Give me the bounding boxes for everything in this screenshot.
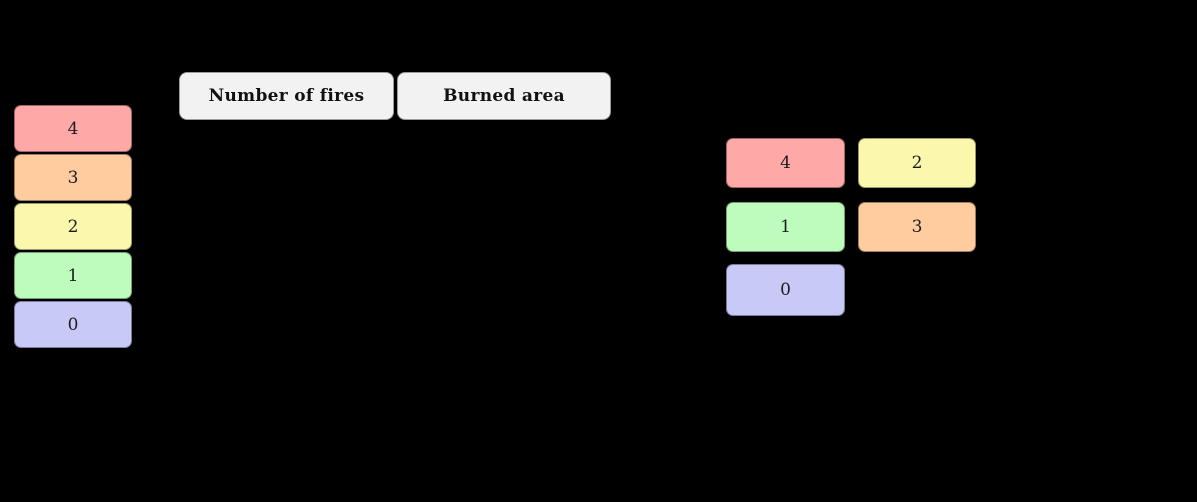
card-label: 2 [911,153,923,173]
card-label: 4 [780,153,791,173]
card-label: 1 [67,265,79,286]
card-label: 2 [67,216,79,237]
stack-card-1[interactable]: 1 [14,252,132,299]
card-label: 4 [67,118,79,139]
column-header-label: Number of fires [208,86,365,106]
grid-card-0[interactable]: 0 [726,264,845,316]
grid-card-4[interactable]: 4 [726,138,845,188]
stack-card-0[interactable]: 0 [14,301,132,348]
stack-card-3[interactable]: 3 [14,154,132,201]
grid-card-1[interactable]: 1 [726,202,845,252]
column-header-burned-area: Burned area [397,72,611,120]
card-label: 0 [780,280,791,300]
stack-card-2[interactable]: 2 [14,203,132,250]
card-label: 3 [67,167,79,188]
stack-card-4[interactable]: 4 [14,105,132,152]
grid-card-3[interactable]: 3 [858,202,976,252]
column-header-number-of-fires: Number of fires [179,72,394,120]
card-label: 1 [780,217,791,237]
card-label: 3 [911,217,923,237]
column-header-label: Burned area [443,86,565,106]
grid-card-2[interactable]: 2 [858,138,976,188]
card-label: 0 [67,314,79,335]
